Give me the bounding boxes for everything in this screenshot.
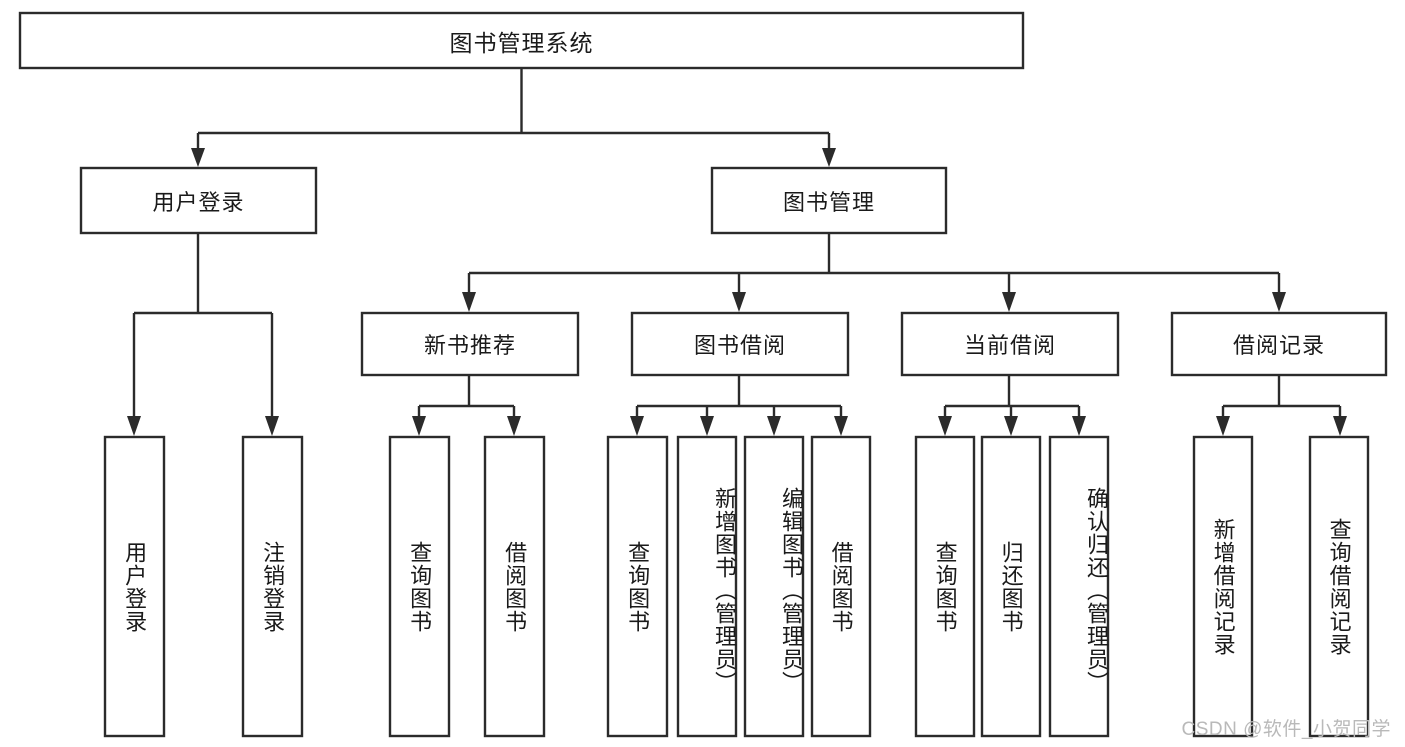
arrow-head-icon bbox=[834, 416, 848, 436]
arrow-head-icon bbox=[1272, 292, 1286, 312]
node-box-current-borrow[interactable] bbox=[900, 311, 1120, 377]
arrow-head-icon bbox=[767, 416, 781, 436]
node-layer bbox=[18, 11, 1388, 738]
arrow-head-icon bbox=[1004, 416, 1018, 436]
watermark-text: CSDN @软件_小贺同学 bbox=[1181, 719, 1391, 740]
node-box-borrow-record[interactable] bbox=[1170, 311, 1388, 377]
arrow-head-icon bbox=[822, 148, 836, 167]
node-box-leaf-logout[interactable] bbox=[241, 435, 304, 738]
node-box-leaf-user-login[interactable] bbox=[103, 435, 166, 738]
arrow-head-icon bbox=[265, 416, 279, 436]
node-box-user-login[interactable] bbox=[79, 166, 318, 235]
arrow-head-icon bbox=[1002, 292, 1016, 312]
node-box-leaf-query-book-3[interactable] bbox=[914, 435, 976, 738]
node-box-leaf-add-book[interactable] bbox=[676, 435, 738, 738]
arrow-head-icon bbox=[127, 416, 141, 436]
arrow-head-icon bbox=[462, 292, 476, 312]
arrow-head-icon bbox=[1333, 416, 1347, 436]
arrow-head-icon bbox=[938, 416, 952, 436]
node-box-leaf-query-record[interactable] bbox=[1308, 435, 1370, 738]
node-box-leaf-borrow-book-2[interactable] bbox=[810, 435, 872, 738]
connector-layer bbox=[127, 68, 1347, 436]
arrow-head-icon bbox=[700, 416, 714, 436]
node-box-leaf-query-book-1[interactable] bbox=[388, 435, 451, 738]
node-box-root[interactable] bbox=[18, 11, 1025, 70]
node-box-leaf-confirm-return[interactable] bbox=[1048, 435, 1110, 738]
node-box-leaf-query-book-2[interactable] bbox=[606, 435, 669, 738]
node-box-leaf-borrow-book-1[interactable] bbox=[483, 435, 546, 738]
arrow-head-icon bbox=[191, 148, 205, 167]
arrow-head-icon bbox=[507, 416, 521, 436]
arrow-head-icon bbox=[1072, 416, 1086, 436]
node-box-leaf-edit-book[interactable] bbox=[743, 435, 805, 738]
node-box-new-book-rec[interactable] bbox=[360, 311, 580, 377]
node-box-leaf-add-record[interactable] bbox=[1192, 435, 1254, 738]
node-box-leaf-return-book[interactable] bbox=[980, 435, 1042, 738]
arrow-head-icon bbox=[1216, 416, 1230, 436]
arrow-head-icon bbox=[630, 416, 644, 436]
node-box-book-borrow[interactable] bbox=[630, 311, 850, 377]
node-box-book-manage[interactable] bbox=[710, 166, 948, 235]
arrow-head-icon bbox=[412, 416, 426, 436]
arrow-head-icon bbox=[732, 292, 746, 312]
